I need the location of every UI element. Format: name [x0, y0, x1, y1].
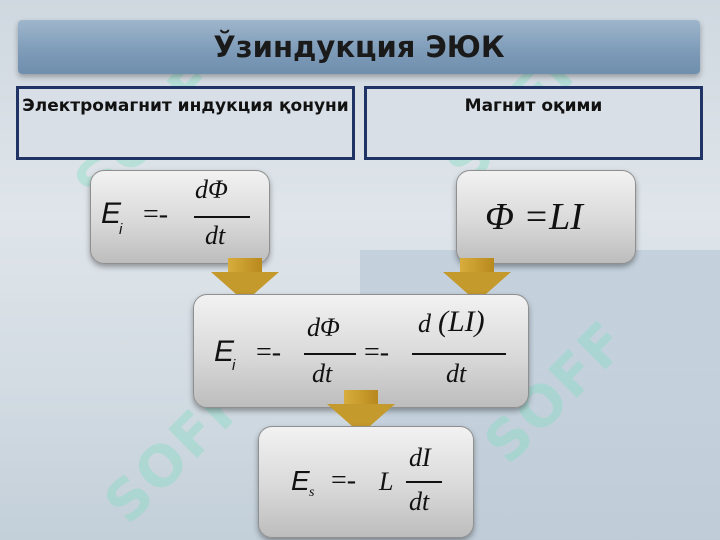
emf-subscript: i — [232, 357, 236, 374]
numerator-dphi: dΦ — [307, 313, 340, 342]
equals-minus: =- — [256, 337, 282, 368]
arrow-stem — [228, 258, 262, 272]
emf-symbol: E — [101, 197, 122, 230]
formula-box-flux: Φ =LI — [456, 170, 636, 264]
arrow-stem — [460, 258, 494, 272]
emf-subscript: s — [309, 485, 315, 500]
label-induction-law: Электромагнит индукция қонуни — [22, 96, 349, 116]
fraction-line — [412, 353, 506, 355]
emf-symbol: E — [214, 335, 235, 368]
formula-box-induction-law: E i =- dΦ dt — [90, 170, 270, 264]
equals-minus: =- — [364, 337, 390, 368]
equals-minus: =- — [143, 199, 169, 230]
denominator-dt: dt — [446, 359, 467, 388]
label-magnetic-flux: Магнит оқими — [464, 96, 603, 116]
numerator-d: d — [418, 309, 431, 338]
numerator-di: dI — [409, 443, 431, 472]
fraction-line — [194, 216, 250, 218]
numerator-dphi: dΦ — [195, 175, 228, 204]
formula-box-combined: E i =- dΦ dt =- d (LI) dt — [193, 294, 529, 408]
label-box-induction-law: Электромагнит индукция қонуни — [16, 86, 355, 160]
numerator-li: (LI) — [438, 305, 485, 338]
denominator-dt: dt — [409, 487, 430, 516]
flux-equation: Φ =LI — [485, 196, 583, 238]
denominator-dt: dt — [205, 221, 226, 250]
fraction-line — [406, 481, 442, 483]
emf-symbol: E — [291, 465, 310, 496]
equals-minus: =- — [331, 465, 357, 496]
arrow-stem — [344, 390, 378, 404]
formula-box-self-induction: E s =- L dI dt — [258, 426, 474, 538]
inductance-l: L — [379, 467, 394, 496]
slide-title: Ўзиндукция ЭЮК — [213, 30, 505, 64]
fraction-line — [304, 353, 356, 355]
emf-subscript: i — [119, 221, 123, 238]
slide-title-bar: Ўзиндукция ЭЮК — [18, 20, 700, 74]
denominator-dt: dt — [312, 359, 333, 388]
label-box-magnetic-flux: Магнит оқими — [364, 86, 703, 160]
